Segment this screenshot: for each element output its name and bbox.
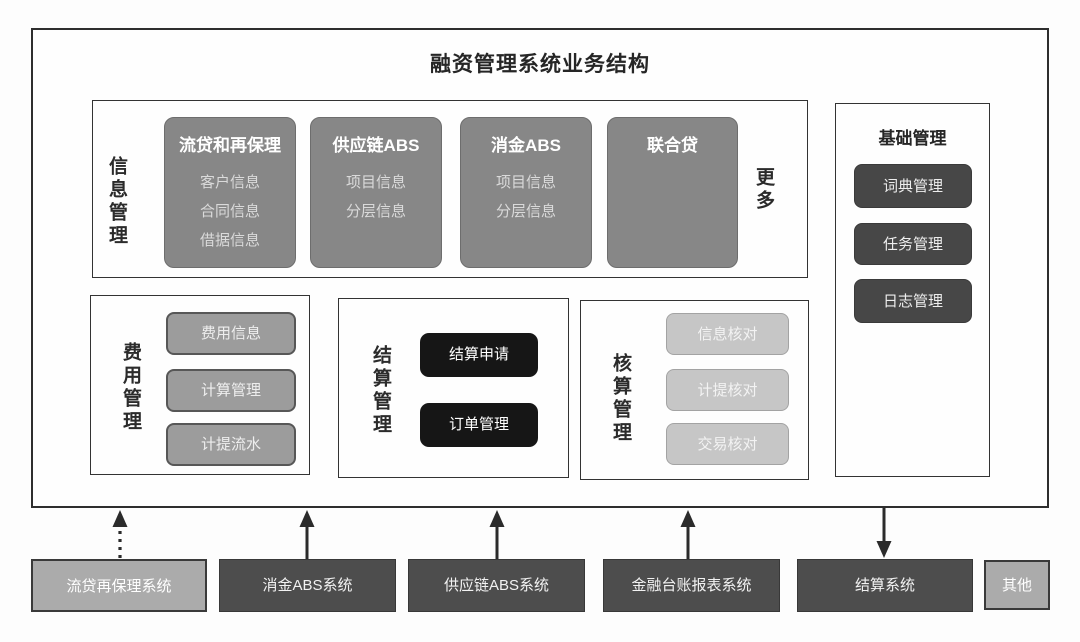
module-item: 客户信息	[199, 174, 260, 191]
module-item: 项目信息	[495, 174, 556, 191]
module-card-items: 项目信息 分层信息	[461, 168, 591, 226]
module-item: 借据信息	[199, 232, 260, 249]
more-label: 更多	[753, 167, 774, 213]
section-label-fee-management: 费用管理	[120, 342, 141, 434]
section-base-management: 基础管理 词典管理 任务管理 日志管理	[835, 103, 990, 477]
section-label-settlement-management: 结算管理	[370, 345, 391, 437]
arrow-up-ledger-report-system	[680, 510, 696, 559]
section-label-information-management: 信息管理	[106, 156, 127, 248]
module-item: 分层信息	[495, 203, 556, 220]
module-card-joint-loan: 联合贷	[607, 117, 738, 268]
external-system-xiaojin-abs: 消金ABS系统	[219, 559, 396, 612]
external-system-other: 其他	[984, 560, 1050, 610]
fee-item-accrual-flow: 计提流水	[166, 423, 296, 466]
section-accounting-management: 核算管理 信息核对 计提核对 交易核对	[580, 300, 809, 480]
external-system-ledger-report: 金融台账报表系统	[603, 559, 780, 612]
fee-item-fee-info: 费用信息	[166, 312, 296, 355]
module-card-title: 流贷和再保理	[179, 136, 281, 155]
section-label-accounting-management: 核算管理	[610, 353, 631, 445]
arrow-up-dotted-liudai-system	[112, 510, 128, 558]
fee-item-calc-management: 计算管理	[166, 369, 296, 412]
section-information-management: 信息管理 流贷和再保理 客户信息 合同信息 借据信息 供应链ABS 项目信息 分…	[92, 100, 808, 278]
module-item: 项目信息	[345, 174, 406, 191]
module-card-title: 联合贷	[647, 136, 698, 155]
base-item-dictionary: 词典管理	[854, 164, 972, 208]
base-item-task: 任务管理	[854, 223, 972, 265]
module-card-title: 消金ABS	[491, 136, 561, 155]
module-card-items: 项目信息 分层信息	[311, 168, 441, 226]
check-item-transaction-check: 交易核对	[666, 423, 789, 465]
external-system-supplychain-abs: 供应链ABS系统	[408, 559, 585, 612]
diagram-title: 融资管理系统业务结构	[430, 53, 650, 76]
check-item-accrual-check: 计提核对	[666, 369, 789, 411]
external-system-liudai-refactoring: 流贷再保理系统	[31, 559, 207, 612]
module-card-title: 供应链ABS	[332, 136, 420, 155]
arrow-up-supplychain-abs-system	[489, 510, 505, 559]
section-settlement-management: 结算管理 结算申请 订单管理	[338, 298, 569, 478]
settle-item-apply: 结算申请	[420, 333, 538, 377]
section-fee-management: 费用管理 费用信息 计算管理 计提流水	[90, 295, 310, 475]
module-item: 分层信息	[345, 203, 406, 220]
arrow-up-xiaojin-abs-system	[299, 510, 315, 559]
module-card-liudai-refactoring: 流贷和再保理 客户信息 合同信息 借据信息	[164, 117, 296, 268]
module-card-items: 客户信息 合同信息 借据信息	[165, 168, 295, 255]
check-item-info-check: 信息核对	[666, 313, 789, 355]
module-card-xiaojin-abs: 消金ABS 项目信息 分层信息	[460, 117, 592, 268]
section-title-base-management: 基础管理	[878, 129, 947, 148]
base-item-log: 日志管理	[854, 279, 972, 323]
module-card-supplychain-abs: 供应链ABS 项目信息 分层信息	[310, 117, 442, 268]
arrow-down-settlement-system	[876, 508, 892, 558]
settle-item-order: 订单管理	[420, 403, 538, 447]
external-system-settlement: 结算系统	[797, 559, 973, 612]
module-item: 合同信息	[199, 203, 260, 220]
